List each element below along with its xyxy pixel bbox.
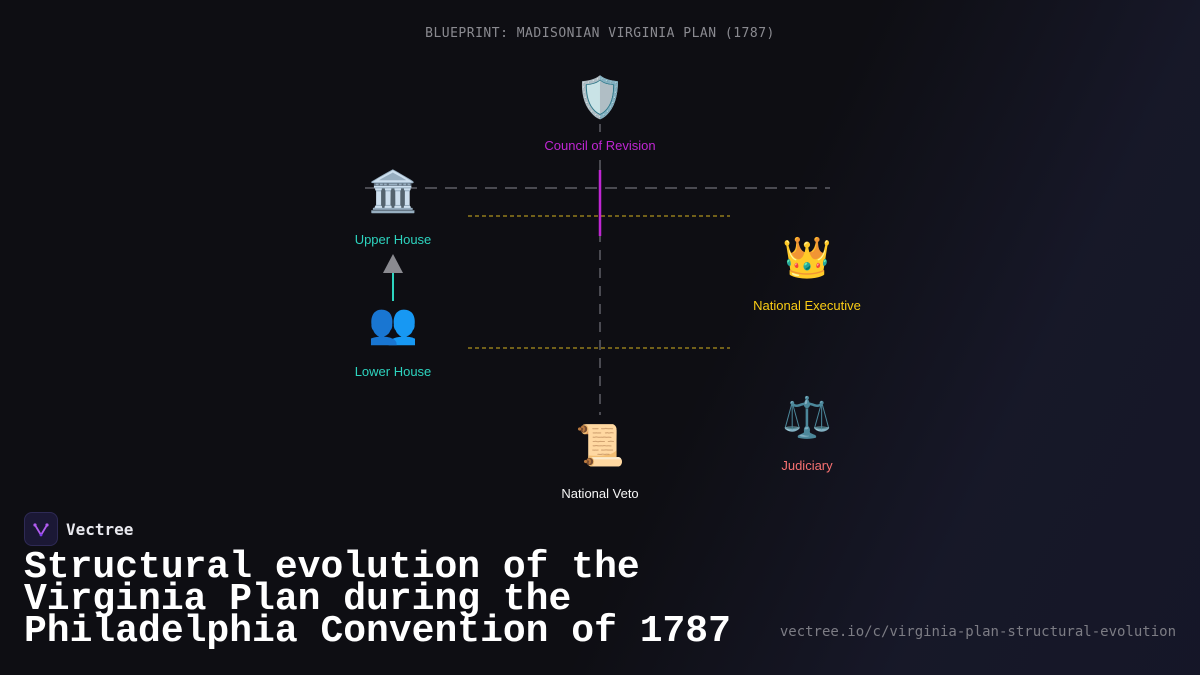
- national-executive-node[interactable]: 👑 National Executive: [727, 234, 887, 313]
- lower-house-node[interactable]: 👥 Lower House: [313, 300, 473, 379]
- election-arrow-head: [383, 254, 403, 273]
- council-of-revision-node[interactable]: 🛡️ Council of Revision: [520, 74, 680, 153]
- lower-house-label: Lower House: [354, 364, 432, 379]
- page-title: Structural evolution of the Virginia Pla…: [24, 546, 731, 653]
- national-veto-label: National Veto: [561, 486, 639, 501]
- brand: Vectree: [24, 512, 133, 546]
- source-link[interactable]: vectree.io/c/virginia-plan-structural-ev…: [779, 624, 1176, 640]
- shield-icon: 🛡️: [575, 75, 625, 121]
- classical-building-icon: 🏛️: [368, 169, 418, 215]
- national-executive-label: National Executive: [753, 298, 861, 313]
- judiciary-label: Judiciary: [781, 458, 833, 473]
- council-of-revision-label: Council of Revision: [544, 138, 656, 153]
- national-veto-node[interactable]: 📜 National Veto: [520, 422, 680, 501]
- judiciary-node[interactable]: ⚖️ Judiciary: [727, 394, 887, 473]
- upper-house-label: Upper House: [354, 232, 432, 247]
- diagram-title: BLUEPRINT: MADISONIAN VIRGINIA PLAN (178…: [425, 26, 775, 41]
- brand-name: Vectree: [66, 519, 134, 539]
- vectree-logo-icon: [24, 512, 58, 546]
- scales-icon: ⚖️: [782, 395, 832, 441]
- people-icon: 👥: [368, 301, 418, 347]
- crown-icon: 👑: [782, 235, 832, 281]
- upper-house-node[interactable]: 🏛️ Upper House: [313, 168, 473, 247]
- scroll-icon: 📜: [575, 423, 625, 469]
